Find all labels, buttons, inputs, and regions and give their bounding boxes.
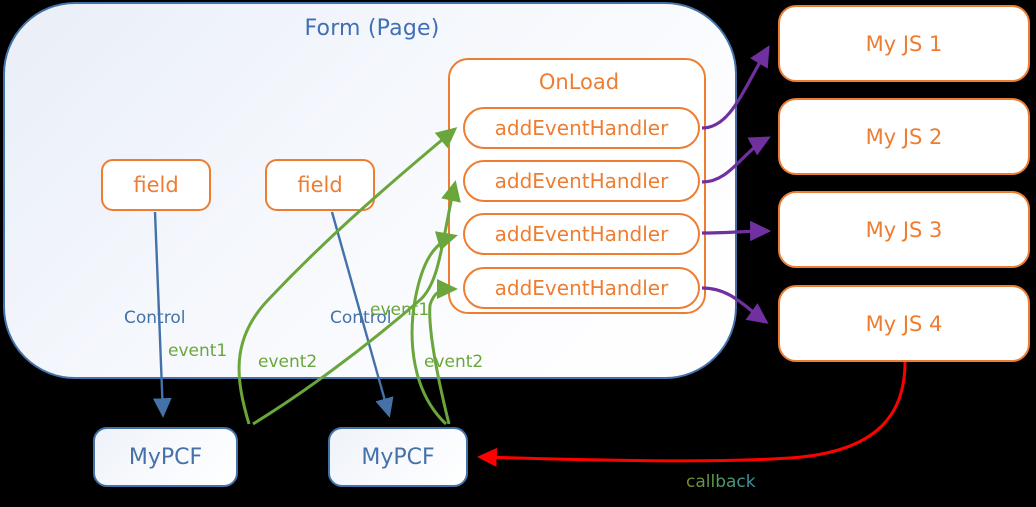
my-js-node-1[interactable]: My JS 1 bbox=[778, 5, 1030, 82]
my-js-node-1-label: My JS 1 bbox=[865, 31, 943, 56]
field-node-1-label: field bbox=[133, 173, 179, 197]
edge-label-event1-b: event1 bbox=[370, 300, 430, 320]
field-node-2-label: field bbox=[297, 173, 343, 197]
edge-label-callback: callback bbox=[686, 472, 756, 492]
my-js-node-4[interactable]: My JS 4 bbox=[778, 285, 1030, 362]
edge-label-control-1: Control bbox=[124, 308, 186, 328]
add-event-handler-2-label: addEventHandler bbox=[494, 169, 669, 193]
mypcf-node-1-label: MyPCF bbox=[128, 444, 203, 470]
onload-title: OnLoad bbox=[538, 70, 620, 94]
add-event-handler-2[interactable]: addEventHandler bbox=[463, 160, 700, 202]
add-event-handler-3[interactable]: addEventHandler bbox=[463, 213, 700, 255]
my-js-node-2[interactable]: My JS 2 bbox=[778, 98, 1030, 175]
my-js-node-3-label: My JS 3 bbox=[865, 217, 943, 242]
edge-label-event2-b: event2 bbox=[424, 352, 484, 372]
my-js-node-4-label: My JS 4 bbox=[865, 311, 943, 336]
mypcf-node-2-label: MyPCF bbox=[361, 444, 435, 470]
my-js-node-3[interactable]: My JS 3 bbox=[778, 191, 1030, 268]
edge-label-event2-a: event2 bbox=[258, 352, 318, 372]
add-event-handler-4[interactable]: addEventHandler bbox=[463, 267, 700, 309]
add-event-handler-1-label: addEventHandler bbox=[494, 116, 669, 140]
field-node-1[interactable]: field bbox=[101, 159, 211, 211]
add-event-handler-4-label: addEventHandler bbox=[494, 276, 669, 300]
add-event-handler-1[interactable]: addEventHandler bbox=[463, 107, 700, 149]
my-js-node-2-label: My JS 2 bbox=[865, 124, 943, 149]
edge-label-event1-a: event1 bbox=[168, 341, 228, 361]
add-event-handler-3-label: addEventHandler bbox=[494, 222, 669, 246]
mypcf-node-1[interactable]: MyPCF bbox=[93, 427, 238, 487]
mypcf-node-2[interactable]: MyPCF bbox=[328, 427, 468, 487]
field-node-2[interactable]: field bbox=[265, 159, 375, 211]
form-page-title: Form (Page) bbox=[304, 16, 440, 41]
